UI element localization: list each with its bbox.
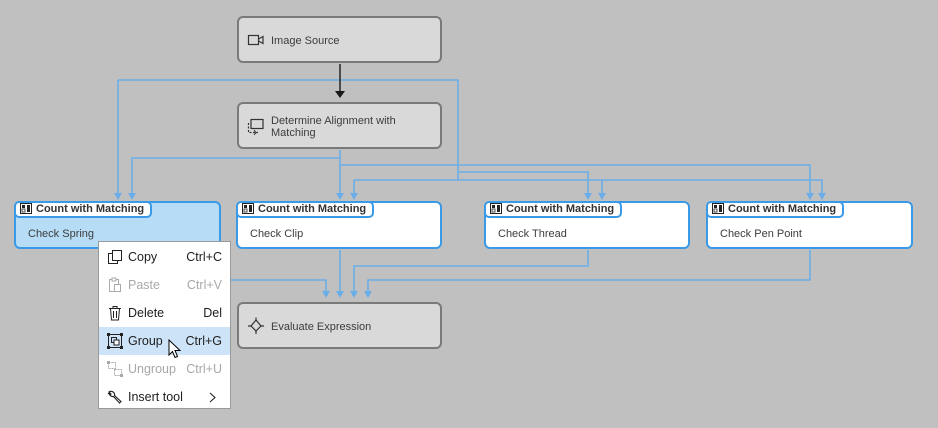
group-icon <box>107 333 123 349</box>
ungroup-icon <box>107 361 123 377</box>
camera-icon <box>247 34 264 45</box>
paste-icon <box>109 277 121 292</box>
count-matching-icon <box>712 203 724 214</box>
node-tag: Count with Matching <box>236 201 375 218</box>
node-tag: Count with Matching <box>484 201 623 218</box>
node-tag: Count with Matching <box>706 201 845 218</box>
node-label: Check Pen Point <box>720 228 802 240</box>
count-matching-icon <box>242 203 254 214</box>
count-matching-icon <box>490 203 502 214</box>
node-count-pen-point[interactable]: Count with Matching Check Pen Point <box>706 201 913 249</box>
expression-icon <box>248 317 264 334</box>
wrench-icon <box>107 390 122 404</box>
menu-item-insert-tool[interactable]: Insert tool <box>99 383 230 411</box>
node-count-clip[interactable]: Count with Matching Check Clip <box>236 201 442 249</box>
trash-icon <box>109 306 121 321</box>
node-image-source[interactable]: Image Source <box>237 16 442 63</box>
node-count-thread[interactable]: Count with Matching Check Thread <box>484 201 690 249</box>
node-evaluate-expression[interactable]: Evaluate Expression <box>237 302 442 349</box>
node-determine-alignment[interactable]: Determine Alignment with Matching <box>237 102 442 149</box>
node-label: Image Source <box>271 35 340 47</box>
mouse-cursor-icon <box>168 339 182 359</box>
copy-icon <box>108 250 122 264</box>
alignment-icon <box>247 118 264 135</box>
count-matching-icon <box>20 203 32 214</box>
chevron-right-icon <box>209 392 216 403</box>
node-label: Check Thread <box>498 228 567 240</box>
node-tag: Count with Matching <box>14 201 153 218</box>
node-label: Evaluate Expression <box>271 321 372 333</box>
node-label: Check Spring <box>28 228 95 240</box>
node-label: Determine Alignment with Matching <box>271 115 396 139</box>
node-label: Check Clip <box>250 228 304 240</box>
